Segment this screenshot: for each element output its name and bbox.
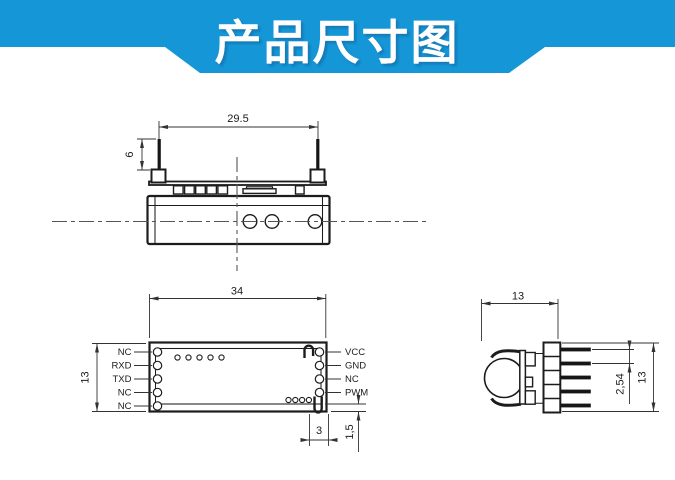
inductor-component (303, 344, 315, 358)
step-width-dimension: 3 (300, 414, 338, 446)
module-body (146, 194, 331, 246)
title-banner: 产品尺寸图 (0, 0, 675, 73)
front-view-height-dimension: 13 (562, 342, 659, 412)
pad-hole (314, 360, 325, 371)
holder-plate (519, 349, 527, 405)
right-pin-labels: VCC GND NC PWM (325, 347, 368, 399)
flat-component (242, 188, 277, 195)
pin-pitch-dimension: 2,54 (592, 340, 634, 404)
pin-label-rxd: RXD (111, 361, 131, 372)
front-height-value: 13 (637, 371, 649, 383)
pin-pitch-value: 2,54 (615, 373, 627, 394)
pin-label-nc1: NC (118, 347, 132, 358)
corner-pin-slot (313, 396, 323, 414)
pad-hole (152, 387, 163, 398)
pad-hole (152, 401, 163, 411)
front-view-module (483, 341, 591, 414)
pad-hole (314, 387, 325, 398)
top-view-drawing: 34 13 (80, 286, 368, 452)
top-view-board (148, 341, 328, 414)
side-view-drawing: 29.5 6 (52, 113, 428, 271)
top-view-height-dimension: 13 (80, 343, 146, 412)
step-height-dimension: 1,5 (325, 394, 366, 452)
pad-hole (314, 347, 325, 357)
front-width-value: 13 (512, 291, 524, 303)
pad-hole (314, 374, 325, 384)
banner-shape (0, 0, 675, 73)
pin-label-nc4: NC (345, 374, 359, 385)
pad-hole (152, 347, 163, 357)
via-row-top (174, 354, 225, 361)
lens-dome (483, 357, 525, 399)
side-view-width-dimension: 29.5 (158, 113, 319, 143)
pin-label-txd: TXD (113, 374, 132, 385)
pin-label-nc2: NC (118, 388, 132, 399)
pin-label-nc3: NC (118, 401, 132, 412)
side-width-value: 29.5 (227, 113, 248, 125)
small-component (294, 185, 305, 195)
step-width-value: 3 (316, 425, 322, 437)
side-view-pin-height-dimension: 6 (124, 138, 156, 171)
page-title: 产品尺寸图 (215, 16, 460, 69)
side-view-module (146, 139, 331, 246)
connector-teeth (172, 185, 229, 195)
pin-label-vcc: VCC (345, 347, 365, 358)
pin-height-value: 6 (124, 151, 136, 157)
top-width-value: 34 (231, 286, 243, 298)
front-view-width-dimension: 13 (481, 291, 559, 341)
pin-label-gnd: GND (345, 361, 366, 372)
pad-hole (152, 360, 163, 371)
pad-hole (152, 374, 163, 384)
left-pin-labels: NC RXD TXD NC NC (111, 347, 152, 412)
front-view-drawing: 13 (481, 291, 659, 414)
step-height-value: 1,5 (344, 424, 356, 439)
via-row-bottom (285, 396, 313, 404)
top-height-value: 13 (80, 371, 92, 383)
pin-header-block (542, 341, 562, 414)
top-view-width-dimension: 34 (149, 286, 327, 338)
header-pins (560, 347, 591, 408)
pin-label-pwm: PWM (345, 388, 368, 399)
